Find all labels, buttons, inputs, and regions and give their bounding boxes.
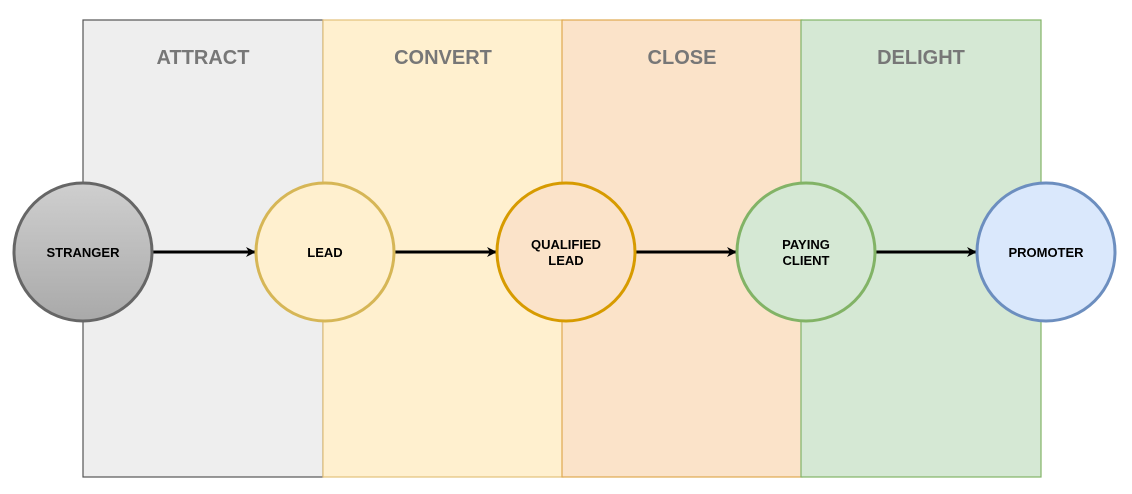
node-circle (495, 181, 637, 323)
node-promoter: PROMOTER (975, 181, 1117, 323)
node-label: LEAD (307, 245, 342, 260)
node-circle (254, 181, 396, 323)
stage-title: DELIGHT (877, 47, 965, 69)
node-stranger: STRANGER (12, 181, 154, 323)
stage-title: CLOSE (648, 47, 717, 69)
stage-title: CONVERT (394, 47, 492, 69)
node-circle (975, 181, 1117, 323)
node-label: QUALIFIED (531, 237, 601, 252)
node-label: LEAD (548, 253, 583, 268)
node-label: STRANGER (47, 245, 121, 260)
node-circle (735, 181, 877, 323)
node-label: CLIENT (783, 253, 830, 268)
node-lead: LEAD (254, 181, 396, 323)
node-label: PROMOTER (1008, 245, 1084, 260)
node-label: PAYING (782, 237, 830, 252)
node-circle (12, 181, 154, 323)
stage-title: ATTRACT (157, 47, 250, 69)
